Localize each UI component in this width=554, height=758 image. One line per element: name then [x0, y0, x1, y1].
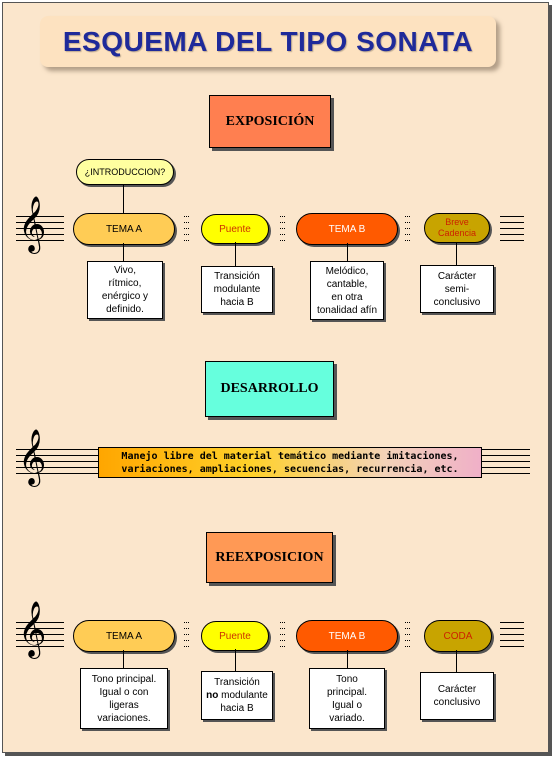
- staff-dots: [184, 622, 190, 647]
- staff-lines: [500, 216, 524, 241]
- desarrollo-text-line2: variaciones, ampliaciones, secuencias, r…: [121, 463, 459, 475]
- desarrollo-label: DESARROLLO: [220, 381, 319, 396]
- connector: [235, 649, 236, 671]
- tema-a-label: TEMA A: [105, 223, 143, 235]
- re-puente-desc-bold: no: [206, 690, 219, 701]
- introduccion-pill: ¿INTRODUCCION?: [76, 159, 174, 185]
- re-puente-label: Puente: [219, 630, 251, 642]
- staff-dots: [184, 216, 190, 241]
- re-tema-a-label: TEMA A: [105, 630, 143, 642]
- re-puente-description: Transición no modulante hacia B: [201, 671, 273, 720]
- tema-a-pill: TEMA A: [73, 213, 175, 245]
- connector: [123, 243, 124, 262]
- coda-pill: CODA: [424, 620, 492, 652]
- connector: [235, 242, 236, 266]
- coda-description: Carácter conclusivo: [420, 672, 494, 720]
- title-box: ESQUEMA DEL TIPO SONATA: [40, 16, 496, 67]
- introduccion-label: ¿INTRODUCCION?: [84, 166, 166, 177]
- page-title: ESQUEMA DEL TIPO SONATA: [62, 25, 474, 57]
- re-tema-b-label: TEMA B: [328, 630, 366, 642]
- reexposicion-label: REEXPOSICION: [215, 549, 324, 565]
- desarrollo-box: DESARROLLO: [205, 361, 334, 417]
- exposicion-label: EXPOSICIÓN: [225, 113, 315, 129]
- cadencia-description: Carácter semi- conclusivo: [420, 265, 494, 313]
- staff-dots: [280, 622, 286, 647]
- breve-cadencia-label: Breve Cadencia: [437, 217, 477, 238]
- staff-lines: [16, 216, 64, 241]
- re-tema-a-description: Tono principal. Igual o con ligeras vari…: [80, 668, 168, 729]
- connector: [347, 650, 348, 668]
- exposicion-box: EXPOSICIÓN: [209, 95, 331, 148]
- desarrollo-banner: Manejo libre del material temático media…: [98, 447, 482, 478]
- connector: [123, 650, 124, 668]
- re-puente-pill: Puente: [201, 621, 269, 651]
- staff-dots: [405, 216, 411, 241]
- tema-b-label: TEMA B: [328, 223, 366, 235]
- re-tema-a-pill: TEMA A: [73, 620, 175, 652]
- puente-label: Puente: [219, 223, 251, 235]
- tema-b-pill: TEMA B: [296, 213, 398, 245]
- staff-lines: [500, 622, 524, 647]
- connector: [456, 650, 457, 672]
- puente-pill: Puente: [201, 214, 269, 244]
- staff-dots: [405, 622, 411, 647]
- desarrollo-text-line1: Manejo libre del material temático media…: [121, 450, 459, 462]
- staff-dots: [280, 216, 286, 241]
- staff-lines: [16, 622, 64, 647]
- connector: [123, 184, 124, 213]
- tema-a-description: Vivo, rítmico, enérgico y definido.: [87, 261, 163, 319]
- breve-cadencia-pill: Breve Cadencia: [424, 213, 490, 243]
- re-tema-b-pill: TEMA B: [296, 620, 398, 652]
- puente-description: Transición modulante hacia B: [201, 266, 273, 313]
- tema-b-description: Melódico, cantable, en otra tonalidad af…: [310, 261, 384, 320]
- connector: [456, 243, 457, 265]
- reexposicion-box: REEXPOSICION: [206, 532, 333, 583]
- re-tema-b-description: Tono principal. Igual o variado.: [309, 668, 385, 729]
- re-puente-desc-pre: Transición: [214, 677, 260, 688]
- re-puente-desc-post: modulante hacia B: [220, 690, 268, 714]
- connector: [347, 243, 348, 262]
- coda-label: CODA: [443, 630, 473, 642]
- treble-clef-icon: 𝄞: [18, 601, 47, 657]
